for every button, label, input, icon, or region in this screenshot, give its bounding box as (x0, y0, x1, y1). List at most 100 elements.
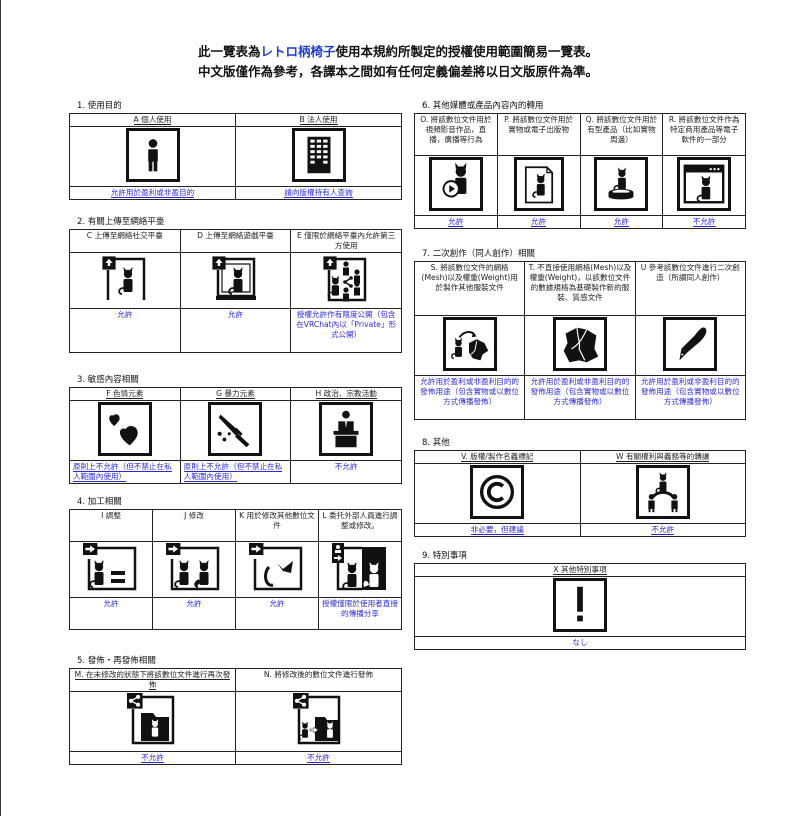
icon-cell (413, 315, 526, 376)
license-table: X 其他特別事項 なし (414, 563, 746, 650)
icon-cell (414, 576, 746, 637)
column-header-q: Q. 將該數位文件用於有型產品（比如實物周邊） (579, 113, 664, 156)
section-label: 8. 其他 (422, 438, 450, 448)
icon-cell (69, 691, 236, 752)
license-table: V. 版權/製作名義標記 W 有關權利與義務等的轉讓 非必要，但建議 不允許 (414, 450, 746, 537)
upload-game-icon (210, 254, 261, 304)
status-f: 原則上不允許（但不禁止在私人範圍內使用） (69, 460, 181, 484)
distribute-modified-icon (292, 693, 345, 747)
clothing-icon (552, 317, 607, 371)
status-k: 允許 (235, 597, 319, 630)
license-table: O. 將該數位文件用於視頻影音作品，直播，廣播等行為 P. 將該數位文件用於實物… (414, 113, 746, 229)
icon-cell (69, 126, 236, 187)
column-header-v: V. 版權/製作名義標記 (414, 450, 581, 464)
column-header-r: R. 將該數位文件作為特定商用產品等電子軟件的一部分 (662, 113, 746, 156)
icon-cell (414, 155, 498, 216)
icon-cell (69, 400, 181, 461)
redistribute-icon (126, 693, 179, 747)
podium-icon (319, 402, 374, 456)
icon-cell (634, 315, 747, 376)
status-g: 原則上不允許（但不禁止在私人範圍內使用） (179, 460, 292, 484)
section-label: 9. 特別事項 (422, 551, 467, 561)
column-header-e: E 僅限於網絡平臺內允許第三方使用 (290, 229, 402, 253)
status-q: 允許 (579, 215, 664, 229)
icon-cell (69, 541, 153, 598)
section-upload-platforms: 2. 有關上傳至網絡平臺 C 上傳至網絡社交平臺 D 上傳至網絡遊戲平臺 E 僅… (69, 216, 402, 353)
section-modification: 4. 加工相關 I 調整 J 修改 K 用於修改其他數位文件 L 委托外部人員進… (69, 496, 402, 630)
section-derivative-works: 7. 二次創作（同人創作）相關 S. 將該數位文件的網格(Mesh)以及權重(W… (413, 248, 747, 420)
icon-cell (496, 155, 581, 216)
document-icon (513, 157, 564, 211)
column-header-p: P. 將該數位文件用於實物或電子出版物 (496, 113, 581, 156)
status-t: 允許用於盈利或非盈利目的的發佈用途（包含實物或以數位方式傳播發佈） (524, 375, 636, 420)
column-header-s: S. 將該數位文件的網格(Mesh)以及權重(Weight)用於製作其他服裝文件 (413, 261, 526, 316)
upload-share-icon (321, 254, 372, 304)
column-header-w: W 有關權利與義務等的轉讓 (579, 450, 746, 464)
copyright-icon (470, 465, 525, 519)
outsource-icon (332, 543, 388, 593)
section-label: 5. 發佈・再發佈相關 (77, 656, 156, 666)
column-header-g: G 暴力元素 (179, 387, 292, 401)
license-table: S. 將該數位文件的網格(Mesh)以及權重(Weight)用於製作其他服裝文件… (413, 261, 747, 420)
status-b: 請向版權持有人查詢 (235, 186, 402, 200)
license-table: F 色情元素 G 暴力元素 H 政治、宗教活動 原則上不允許（但不禁止在私人範圍… (69, 387, 402, 484)
column-header-k: K 用於修改其他數位文件 (235, 509, 319, 542)
status-e: 授權允許作有限度公開（包含在VRChat內以「Private」形式公開） (290, 308, 402, 353)
column-header-n: N. 將修改後的數位文件進行發佈 (235, 668, 402, 692)
section-label: 3. 敏感內容相關 (77, 375, 139, 385)
status-v: 非必要，但建議 (414, 523, 581, 537)
status-m: 不允許 (69, 751, 236, 765)
transfer-icon (635, 465, 690, 519)
status-x: なし (414, 636, 746, 650)
status-h: 不允許 (290, 460, 402, 484)
icon-cell (662, 155, 746, 216)
column-header-x: X 其他特別事項 (414, 563, 746, 577)
icon-cell (235, 691, 402, 752)
icon-cell (235, 126, 402, 187)
icon-cell (318, 541, 402, 598)
adjust-icon (83, 543, 139, 593)
column-header-d: D 上傳至網絡遊戲平臺 (179, 229, 292, 253)
section-label: 6. 其他媒體或產品內容內的轉用 (422, 101, 544, 111)
title-disclaimer: 中文版僅作為參考，各譯本之間如有任何定義偏差將以日文版原件為準。 (197, 64, 598, 79)
software-icon (677, 157, 732, 211)
status-u: 允許用於盈利或非盈利目的的發佈用途（包含實物或以數位方式傳播發佈） (634, 375, 747, 420)
modify-icon (166, 543, 222, 593)
exclamation-icon (553, 578, 607, 632)
license-table: A 個人使用 B 法人使用 允許用於盈利或非盈目的 請向版權持有人查詢 (69, 113, 402, 200)
column-header-a: A 個人使用 (69, 113, 236, 127)
mesh-transfer-icon (442, 317, 497, 371)
column-header-m: M. 在未修改的狀態下將該數位文件進行再次發佈 (69, 668, 236, 692)
section-label: 4. 加工相關 (77, 497, 122, 507)
icon-cell (290, 252, 402, 309)
icon-cell (290, 400, 402, 461)
icon-cell (235, 541, 319, 598)
section-label: 2. 有關上傳至網絡平臺 (77, 217, 165, 227)
icon-cell (414, 463, 581, 524)
status-n: 不允許 (235, 751, 402, 765)
status-i: 允許 (69, 597, 153, 630)
section-special-notes: 9. 特別事項 X 其他特別事項 なし (414, 550, 746, 650)
column-header-i: I 調整 (69, 509, 153, 542)
column-header-o: O. 將該數位文件用於視頻影音作品，直播，廣播等行為 (414, 113, 498, 156)
video-icon (428, 157, 483, 211)
section-label: 7. 二次創作（同人創作）相關 (422, 249, 535, 259)
section-sensitive-content: 3. 敏感內容相關 F 色情元素 G 暴力元素 H 政治、宗教活動 原則上不允許… (69, 374, 402, 484)
status-w: 不允許 (579, 523, 746, 537)
section-other: 8. 其他 V. 版權/製作名義標記 W 有關權利與義務等的轉讓 非必要，但建議… (414, 437, 746, 537)
section-usage-purpose: 1. 使用目的 A 個人使用 B 法人使用 允許用於盈利或非盈目的 請向版權持有… (69, 100, 402, 200)
title-suffix: 使用本規約所製定的授權使用範圍簡易一覽表。 (335, 44, 599, 59)
title-prefix: 此一覽表為 (197, 44, 261, 59)
column-header-j: J 修改 (152, 509, 236, 542)
section-distribution: 5. 發佈・再發佈相關 M. 在未修改的狀態下將該數位文件進行再次發佈 N. 將… (69, 655, 402, 765)
column-header-c: C 上傳至網絡社交平臺 (69, 229, 181, 253)
column-header-u: U 參考該數位文件進行二次創造（所謂同人創作） (634, 261, 747, 316)
product-name: レトロ柄椅子 (260, 44, 336, 59)
status-c: 允許 (69, 308, 181, 353)
status-j: 允許 (152, 597, 236, 630)
page-title: 此一覽表為レトロ柄椅子使用本規約所製定的授權使用範圍簡易一覽表。 中文版僅作為參… (1, 42, 794, 82)
column-header-f: F 色情元素 (69, 387, 181, 401)
section-media-use: 6. 其他媒體或產品內容內的轉用 O. 將該數位文件用於視頻影音作品，直播，廣播… (414, 100, 746, 229)
icon-cell (579, 155, 664, 216)
icon-cell (152, 541, 236, 598)
